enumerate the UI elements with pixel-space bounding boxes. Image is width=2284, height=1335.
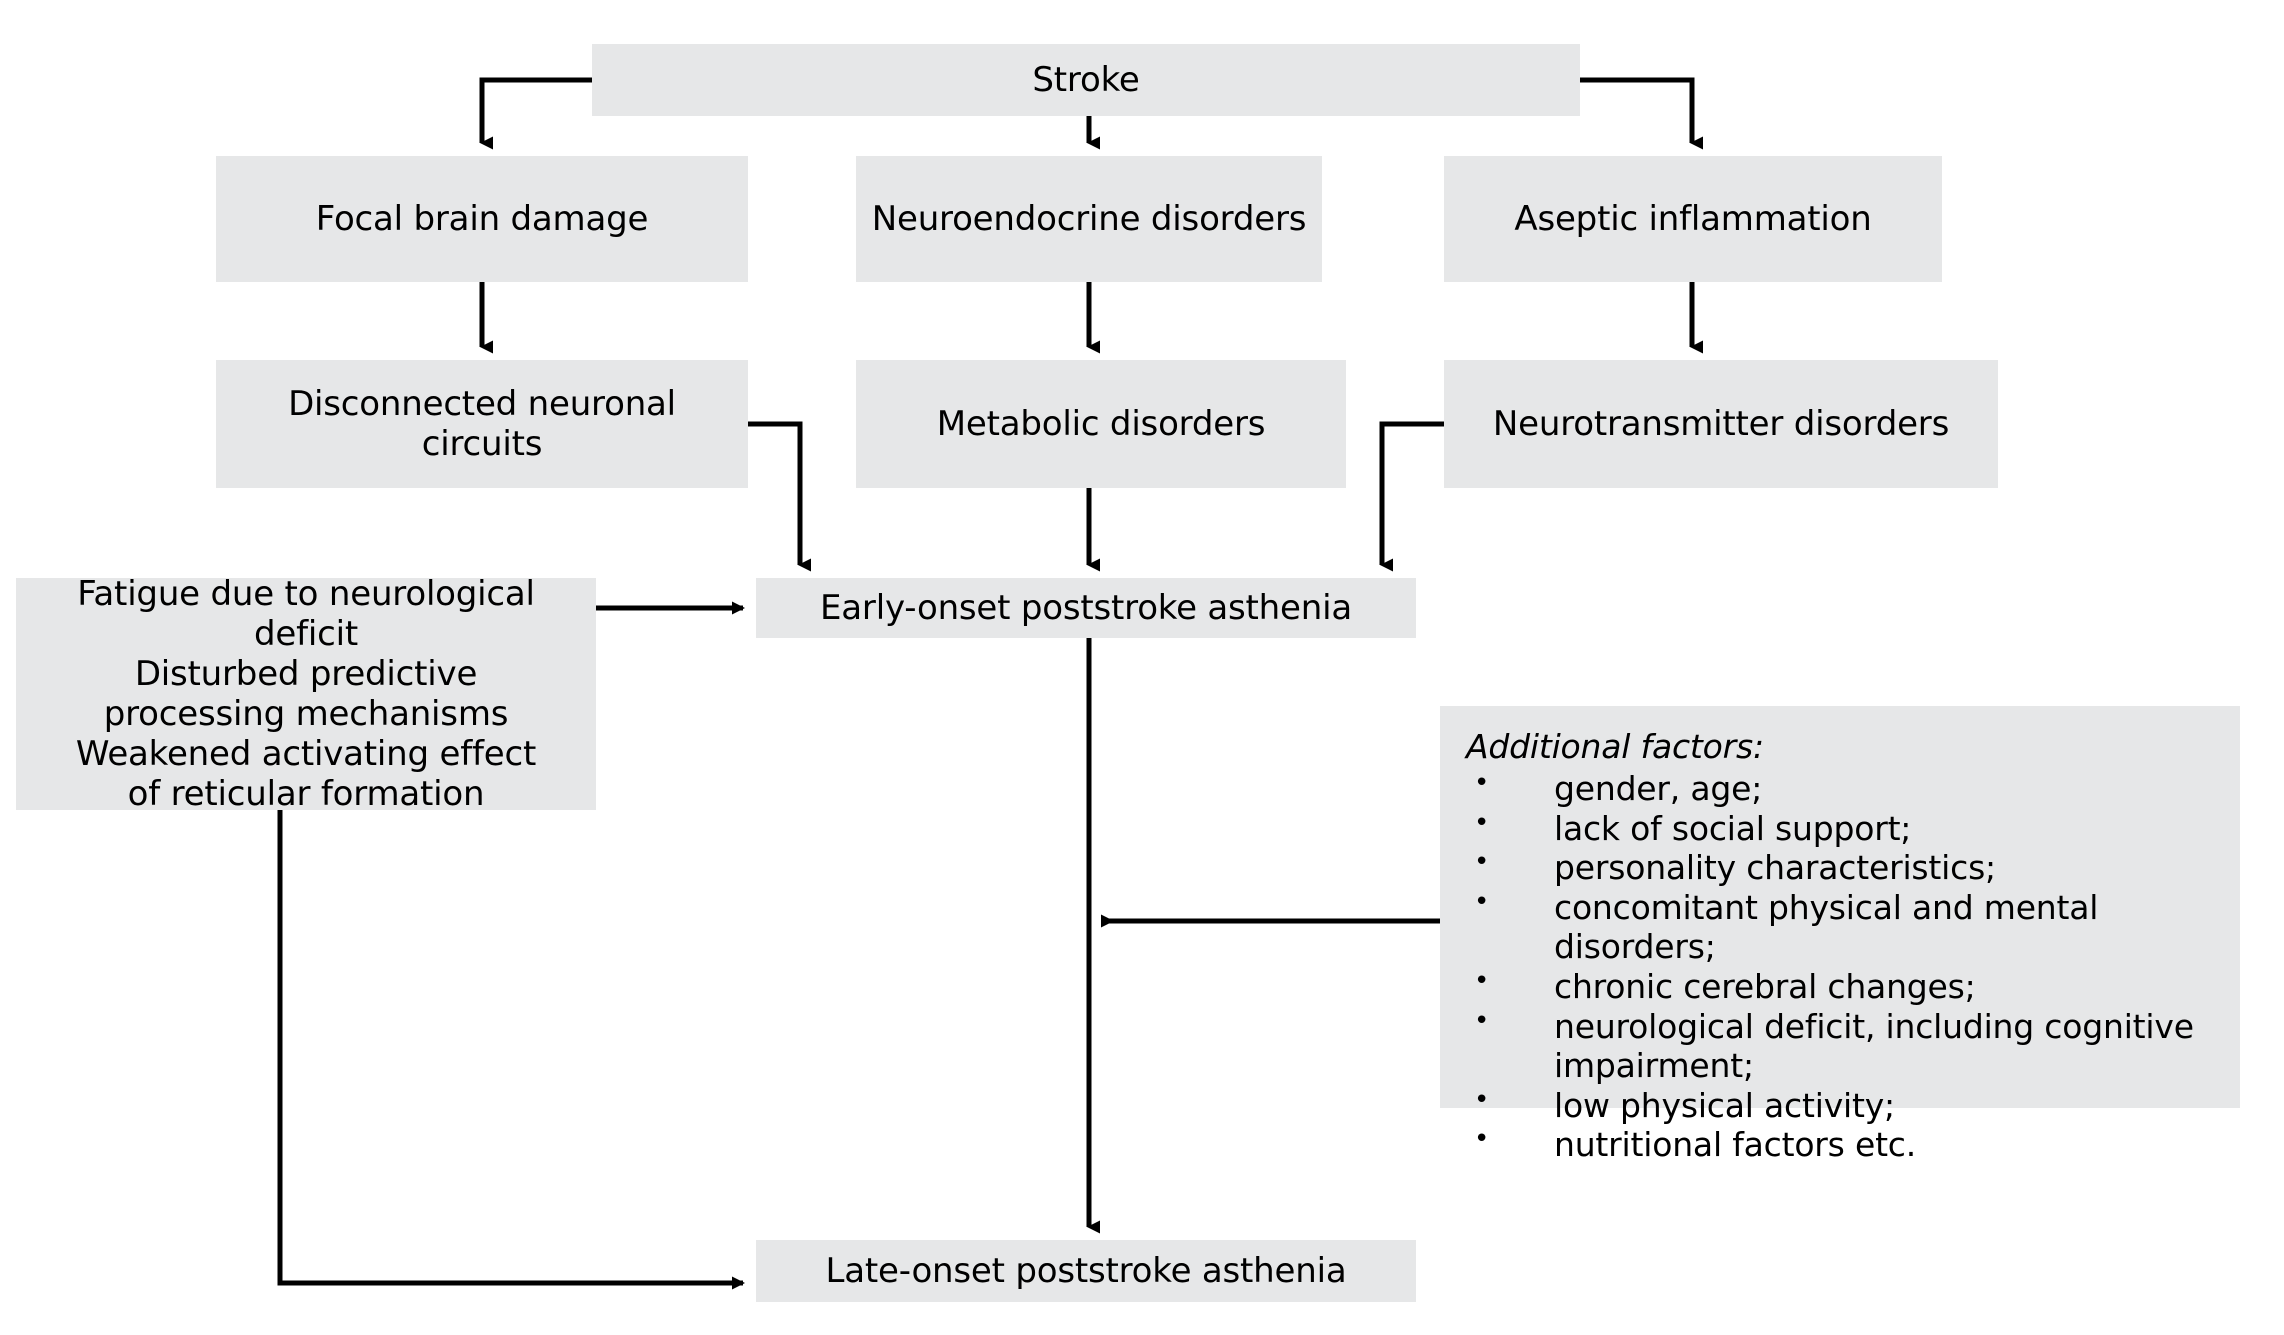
node-metabolic-disorders[interactable]: Metabolic disorders xyxy=(856,360,1346,488)
node-neuroendocrine-disorders-label: Neuroendocrine disorders xyxy=(871,198,1307,239)
edge-neurotransmitter-to-early xyxy=(1379,421,1444,572)
edge-stroke-to-aseptic xyxy=(1580,77,1703,150)
edge-fatigue-to-late xyxy=(277,810,745,1290)
node-late-onset-poststroke-asthenia[interactable]: Late-onset poststroke asthenia xyxy=(756,1240,1416,1302)
additional-factors-item: chronic cerebral changes; xyxy=(1466,966,2240,1007)
node-aseptic-inflammation-label: Aseptic inflammation xyxy=(1514,198,1872,239)
node-disconnected-neuronal-circuits-label: Disconnected neuronal circuits xyxy=(288,383,676,464)
additional-factors-item: concomitant physical and mental disorder… xyxy=(1466,887,2240,967)
node-stroke-label: Stroke xyxy=(1032,59,1140,100)
node-late-onset-poststroke-asthenia-label: Late-onset poststroke asthenia xyxy=(825,1250,1347,1291)
edge-stroke-to-focal xyxy=(479,77,592,150)
node-additional-factors[interactable]: Additional factors: gender, age;lack of … xyxy=(1440,706,2240,1164)
node-early-onset-poststroke-asthenia-label: Early-onset poststroke asthenia xyxy=(820,587,1352,628)
node-fatigue-mechanisms[interactable]: Fatigue due to neurological deficit Dist… xyxy=(16,574,596,814)
additional-factors-list: gender, age;lack of social support;perso… xyxy=(1466,768,2240,1165)
additional-factors-item: gender, age; xyxy=(1466,768,2240,809)
additional-factors-item: neurological deficit, including cognitiv… xyxy=(1466,1005,2240,1086)
additional-factors-title: Additional factors: xyxy=(1466,727,1764,766)
additional-factors-item: nutritional factors etc. xyxy=(1466,1124,2240,1165)
additional-factors-item: low physical activity; xyxy=(1466,1085,2240,1126)
node-fatigue-mechanisms-label: Fatigue due to neurological deficit Dist… xyxy=(75,573,537,815)
node-neurotransmitter-disorders[interactable]: Neurotransmitter disorders xyxy=(1444,360,1998,488)
node-metabolic-disorders-label: Metabolic disorders xyxy=(936,403,1266,444)
node-early-onset-poststroke-asthenia[interactable]: Early-onset poststroke asthenia xyxy=(756,578,1416,638)
node-neuroendocrine-disorders[interactable]: Neuroendocrine disorders xyxy=(856,156,1322,282)
node-focal-brain-damage-label: Focal brain damage xyxy=(315,198,649,239)
additional-factors-item: personality characteristics; xyxy=(1466,847,2240,888)
node-neurotransmitter-disorders-label: Neurotransmitter disorders xyxy=(1492,403,1950,444)
additional-factors-item: lack of social support; xyxy=(1466,808,2240,849)
edge-disconnected-to-early xyxy=(748,421,811,572)
node-aseptic-inflammation[interactable]: Aseptic inflammation xyxy=(1444,156,1942,282)
node-focal-brain-damage[interactable]: Focal brain damage xyxy=(216,156,748,282)
node-disconnected-neuronal-circuits[interactable]: Disconnected neuronal circuits xyxy=(216,360,748,488)
node-stroke[interactable]: Stroke xyxy=(592,44,1580,116)
